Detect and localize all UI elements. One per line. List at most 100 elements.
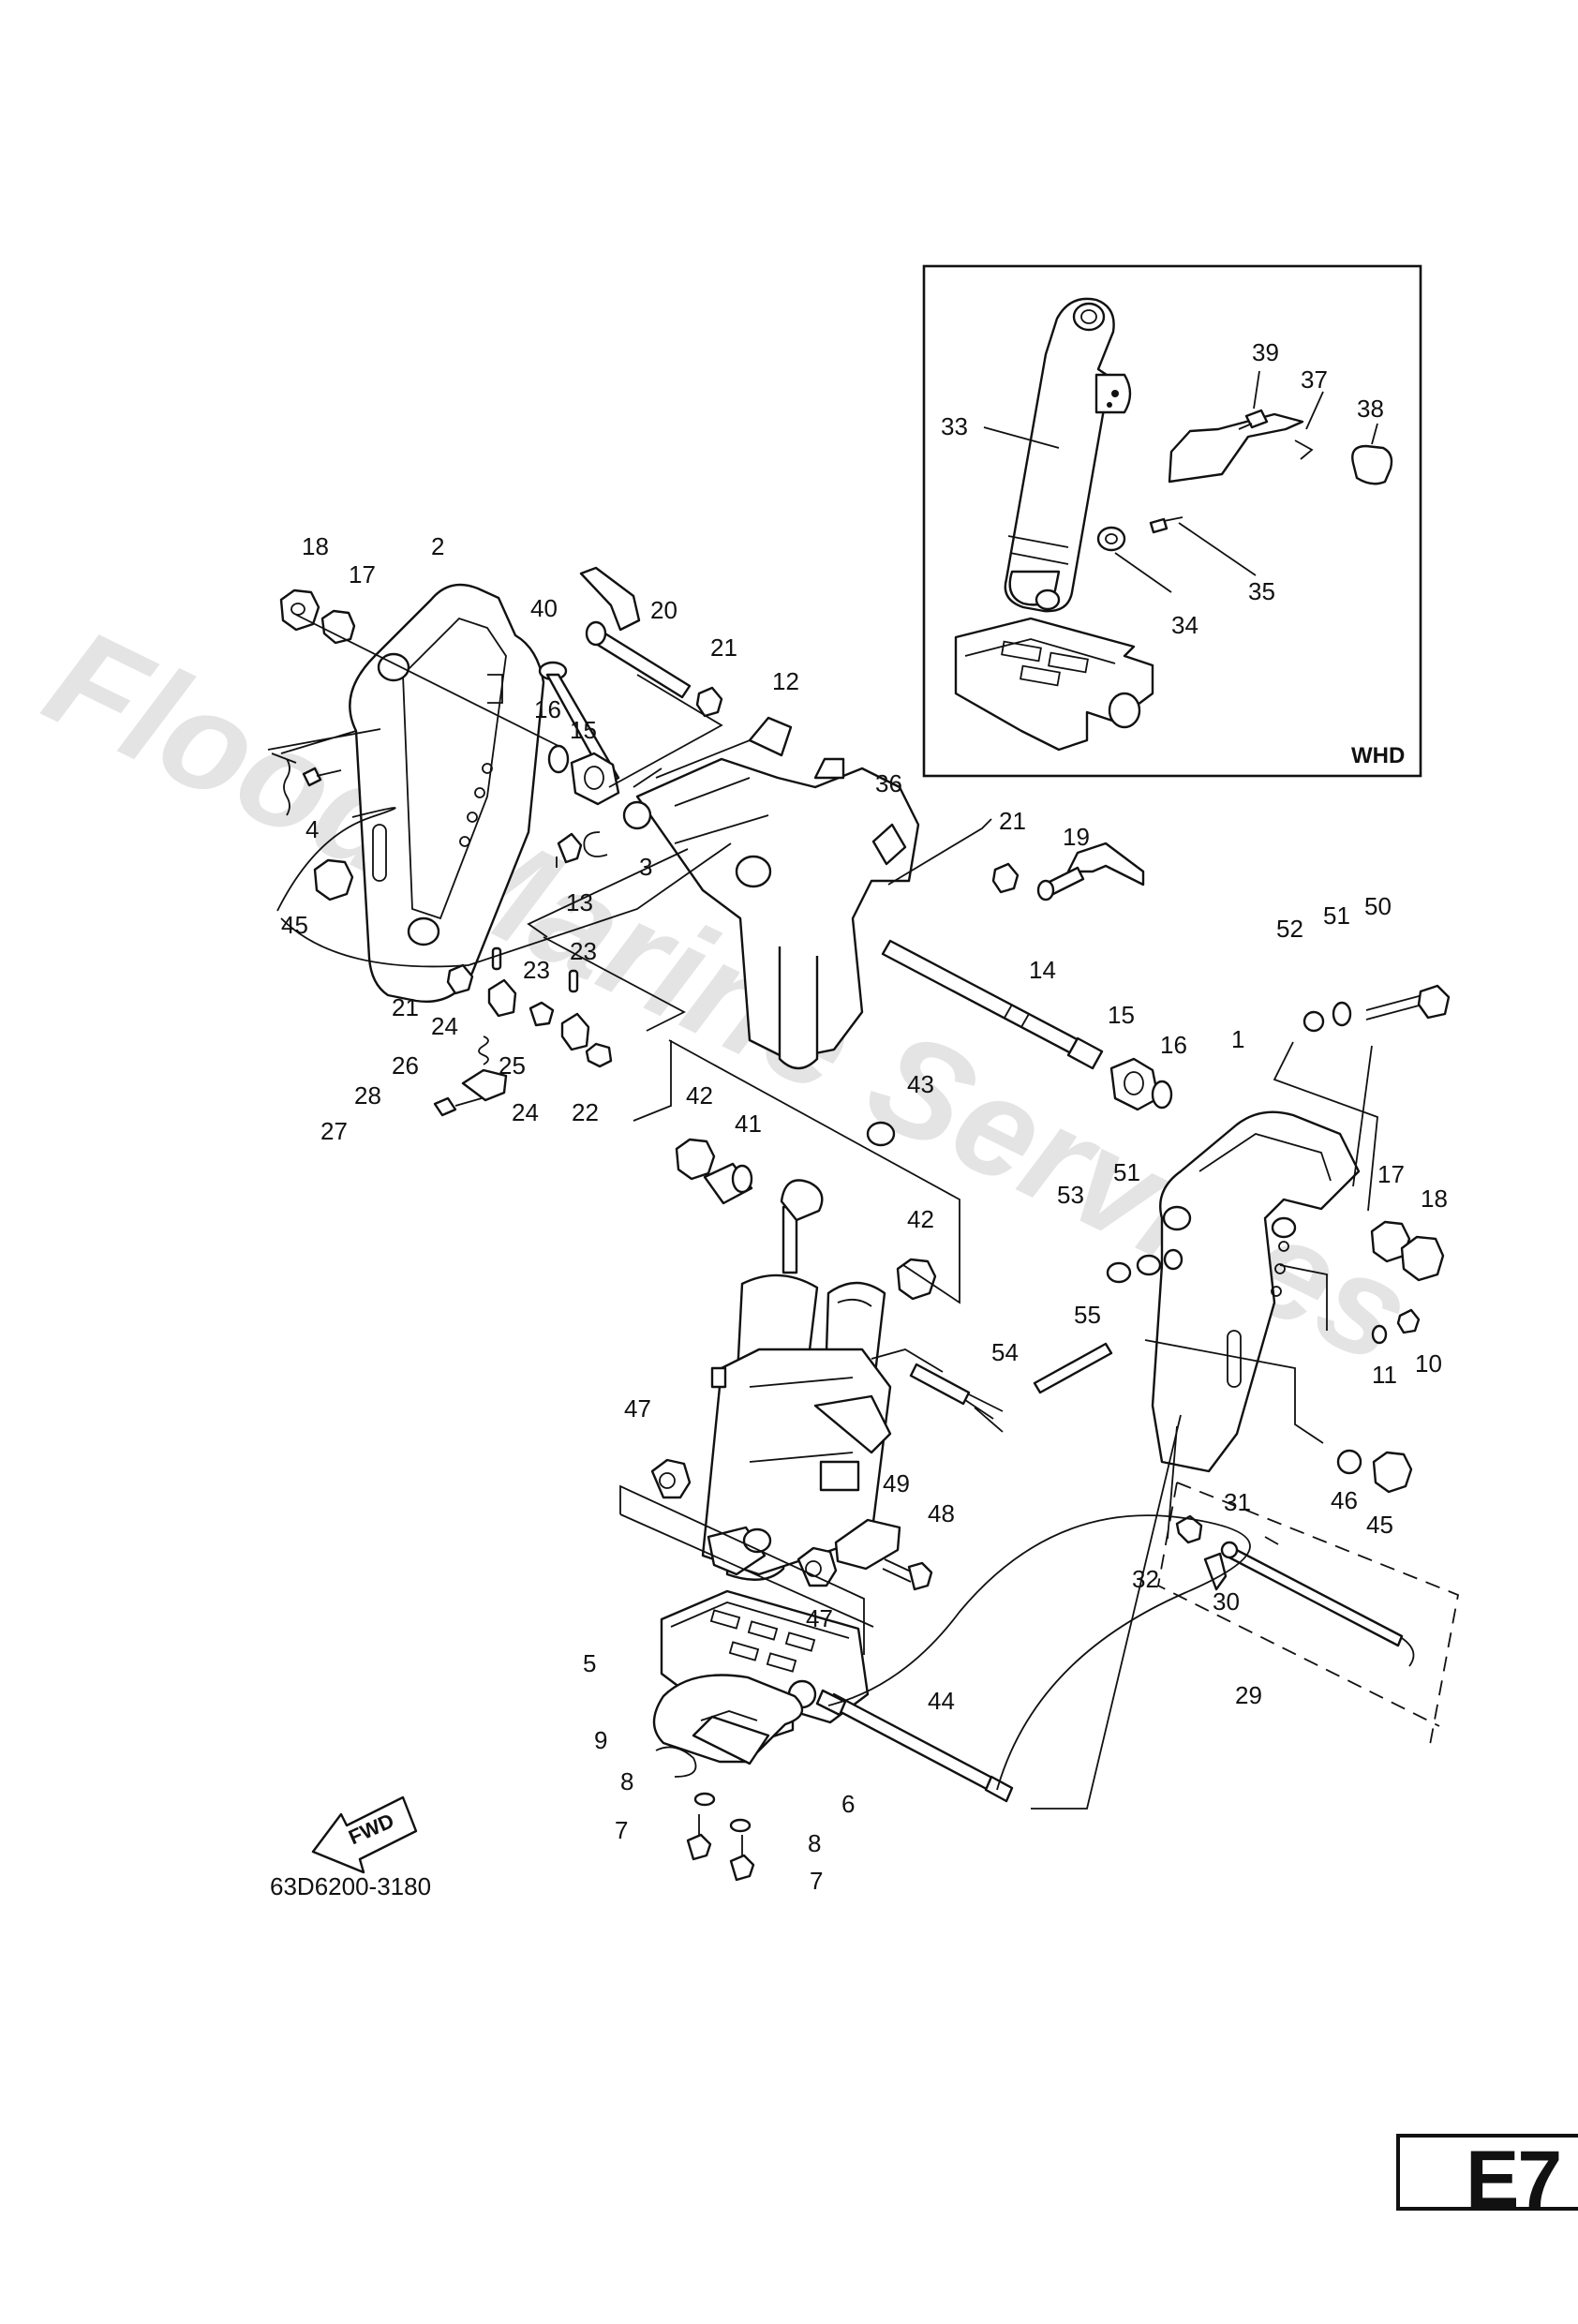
callout-39: 39 <box>1252 338 1279 366</box>
callout-23: 23 <box>523 956 550 984</box>
screw-27 <box>433 1096 483 1117</box>
washer-17-port <box>320 609 356 645</box>
callout-45: 45 <box>1366 1511 1393 1539</box>
callout-6: 6 <box>841 1790 855 1818</box>
callout-45: 45 <box>281 911 308 939</box>
bolt-10 <box>1396 1308 1421 1334</box>
callout-51: 51 <box>1323 901 1350 930</box>
plate-24b <box>560 1012 590 1051</box>
callout-15: 15 <box>570 716 597 744</box>
callout-38: 38 <box>1357 395 1384 423</box>
bushing-15-upper <box>570 752 620 806</box>
callout-41: 41 <box>735 1110 762 1138</box>
tilt-lock-lever <box>579 566 692 699</box>
spring-26 <box>478 1035 489 1065</box>
callout-16: 16 <box>1160 1031 1187 1059</box>
nut-18-port <box>279 588 320 632</box>
anode-6 <box>652 1674 804 1765</box>
inset-whd <box>922 264 1422 778</box>
callout-7: 7 <box>615 1816 628 1844</box>
grease-nipple-21b <box>991 862 1020 894</box>
bolt-4 <box>302 767 342 787</box>
callout-3: 3 <box>639 853 652 881</box>
manual-valve-lever <box>1168 412 1304 484</box>
callout-29: 29 <box>1235 1681 1262 1709</box>
group-lines <box>267 614 1460 1810</box>
grease-nipple-21a <box>695 686 723 718</box>
callout-54: 54 <box>991 1338 1019 1366</box>
pin-23b <box>568 969 579 993</box>
callout-25: 25 <box>499 1051 526 1080</box>
washer-53b <box>1136 1254 1162 1276</box>
callout-47: 47 <box>624 1394 651 1423</box>
callout-48: 48 <box>928 1499 955 1527</box>
callout-20: 20 <box>650 596 677 624</box>
callout-16: 16 <box>534 695 561 723</box>
clamp-bracket-starboard <box>1151 1110 1361 1473</box>
mount-bracket-inset <box>954 617 1154 752</box>
callout-17: 17 <box>1377 1160 1405 1188</box>
inset-label: WHD <box>1351 743 1405 768</box>
lever-knob <box>1351 444 1393 485</box>
callout-44: 44 <box>928 1687 955 1715</box>
screw-39 <box>1238 409 1269 430</box>
page-tag: E7 <box>1396 2134 1578 2211</box>
callout-31: 31 <box>1224 1488 1251 1516</box>
bolt-7-right <box>729 1835 755 1882</box>
callout-40: 40 <box>530 594 558 622</box>
callout-24: 24 <box>512 1098 539 1126</box>
callout-37: 37 <box>1301 365 1328 394</box>
collar-41 <box>703 1162 753 1205</box>
callout-8: 8 <box>620 1767 633 1795</box>
callout-22: 22 <box>572 1098 599 1126</box>
bracket-28 <box>461 1068 508 1102</box>
fwd-arrow-icon: FWD <box>311 1795 418 1874</box>
callout-35: 35 <box>1248 577 1275 605</box>
callout-10: 10 <box>1415 1349 1442 1378</box>
washer-51-lower <box>1163 1248 1184 1271</box>
swivel-bracket <box>622 716 920 1070</box>
callout-30: 30 <box>1213 1587 1240 1616</box>
callout-53: 53 <box>1057 1181 1084 1209</box>
callout-9: 9 <box>594 1726 607 1754</box>
plate-49 <box>834 1518 901 1571</box>
wire-lead-54 <box>871 1348 1004 1433</box>
clip-55 <box>1033 1342 1113 1394</box>
callout-32: 32 <box>1132 1565 1159 1593</box>
power-trim-tilt-unit <box>701 1179 892 1581</box>
washer-53 <box>1106 1261 1132 1284</box>
callout-2: 2 <box>431 532 444 560</box>
grease-nipple-13 <box>556 832 583 868</box>
callout-1: 1 <box>1231 1025 1244 1053</box>
callout-13: 13 <box>566 888 593 916</box>
callout-43: 43 <box>907 1070 934 1098</box>
callout-52: 52 <box>1276 915 1303 943</box>
bolt-48 <box>882 1558 933 1591</box>
callout-46: 46 <box>1331 1486 1358 1514</box>
screw-35 <box>1149 517 1169 534</box>
callout-14: 14 <box>1029 956 1056 984</box>
washer-8-right <box>729 1818 752 1833</box>
washer-11 <box>1371 1324 1388 1345</box>
bolt-50 <box>1365 984 1451 1020</box>
page-tag-text: E7 <box>1466 2135 1562 2211</box>
callout-28: 28 <box>354 1081 381 1110</box>
callout-21: 21 <box>710 633 737 662</box>
nut-22 <box>585 1042 613 1068</box>
plate-24a <box>487 978 517 1018</box>
callout-4: 4 <box>305 815 319 843</box>
callout-18: 18 <box>1421 1184 1448 1213</box>
nut-45-port <box>313 858 354 901</box>
callout-34: 34 <box>1171 611 1198 639</box>
callout-42: 42 <box>907 1205 934 1233</box>
callout-15: 15 <box>1108 1001 1135 1029</box>
callout-24: 24 <box>431 1012 458 1040</box>
callout-18: 18 <box>302 532 329 560</box>
wire-9 <box>655 1746 697 1778</box>
callout-26: 26 <box>392 1051 419 1080</box>
washer-16-upper <box>547 744 570 774</box>
washer-51-upper <box>1332 1001 1352 1027</box>
callout-50: 50 <box>1364 892 1392 920</box>
